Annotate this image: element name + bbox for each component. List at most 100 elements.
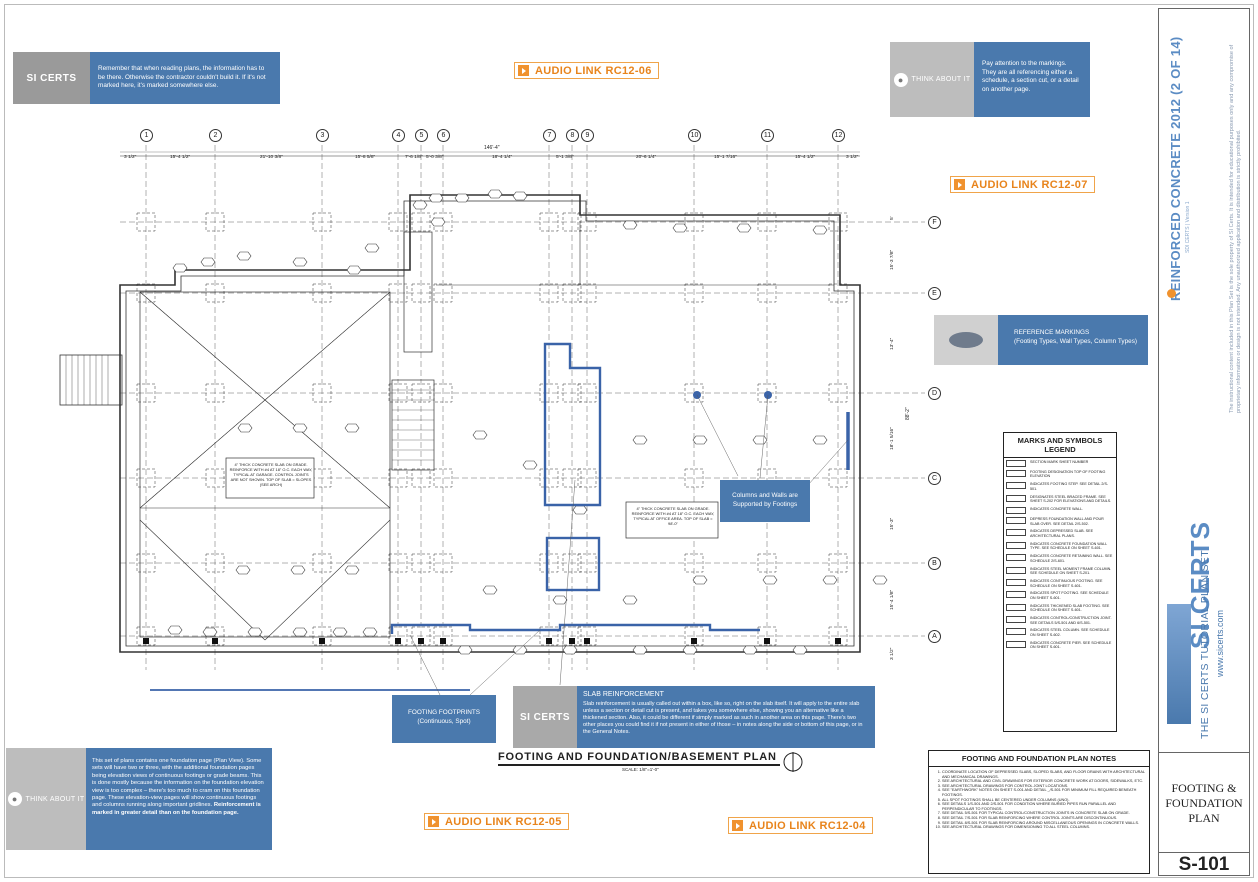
footing-reference-mark xyxy=(290,565,306,575)
legend-symbol-icon xyxy=(1006,482,1026,490)
play-icon xyxy=(732,820,743,831)
spot-footing xyxy=(433,468,453,488)
footing-reference-mark xyxy=(236,251,252,261)
column-mark xyxy=(764,638,770,644)
dimension-label: 7'-6 1/8" xyxy=(405,155,423,160)
footing-reference-mark xyxy=(430,217,446,227)
footing-reference-mark xyxy=(487,189,503,199)
callout-think-markings: ● THINK ABOUT IT Pay attention to the ma… xyxy=(890,42,1090,117)
footing-reference-mark xyxy=(412,200,428,210)
spot-footing xyxy=(388,553,408,573)
note-item: SEE ARCHITECTURAL AND CIVIL DRAWINGS FOR… xyxy=(942,779,1149,784)
legend-item: INDICATES STEEL COLUMN. SEE SCHEDULE ON … xyxy=(1004,627,1116,639)
note-item: SEE ARCHITECTURAL DRAWINGS FOR CONTROL J… xyxy=(942,784,1149,789)
legend-item: INDICATES SPOT FOOTING. SEE SCHEDULE ON … xyxy=(1004,590,1116,602)
spot-footing xyxy=(562,468,582,488)
legend-symbol-icon xyxy=(1006,603,1026,611)
play-icon xyxy=(518,65,529,76)
spot-footing xyxy=(433,283,453,303)
legend-item-text: INDICATES CONCRETE FOUNDATION WALL TYPE.… xyxy=(1030,541,1108,551)
footing-reference-mark xyxy=(692,435,708,445)
audio-link-rc12-05[interactable]: AUDIO LINK RC12-05 xyxy=(424,813,569,830)
footing-reference-mark xyxy=(522,460,538,470)
spot-footing xyxy=(684,283,704,303)
dimension-label: 5'-1 3/8" xyxy=(556,155,574,160)
spot-footing xyxy=(684,468,704,488)
column-mark xyxy=(418,638,424,644)
callout-footing-footprints: FOOTING FOOTPRINTS (Continuous, Spot) xyxy=(392,695,496,743)
note-item: SEE DETAIL 5/S-501 FOR TYPICAL CONTROL/C… xyxy=(942,811,1149,816)
legend-item: INDICATES CONCRETE FOUNDATION WALL TYPE.… xyxy=(1004,540,1116,552)
lightbulb-icon: ● xyxy=(7,792,22,806)
sheet-title-line2: FOUNDATION xyxy=(1165,795,1243,810)
audio-link-rc12-07[interactable]: AUDIO LINK RC12-07 xyxy=(950,176,1095,193)
spot-footing xyxy=(539,283,559,303)
spot-footing xyxy=(205,468,225,488)
grid-bubble-10: 10 xyxy=(688,129,701,142)
callout-reference-markings: REFERENCE MARKINGS (Footing Types, Wall … xyxy=(934,315,1148,365)
legend-item: DEPRESS FOUNDATION WALL AND POUR SLAB OV… xyxy=(1004,516,1116,528)
spot-footing xyxy=(828,212,848,232)
sheet-border xyxy=(4,4,1254,878)
spot-footing xyxy=(136,212,156,232)
footing-reference-mark xyxy=(572,505,588,515)
legend-symbol-icon xyxy=(1006,578,1026,586)
note-item: SEE DETAILS 1/S-501 AND 2/S-501 FOR COND… xyxy=(942,802,1149,811)
note-item: SEE DETAIL 8/S-501 FOR SLAB REINFORCING … xyxy=(942,821,1149,826)
footing-reference-mark xyxy=(292,257,308,267)
spot-footing xyxy=(411,283,431,303)
spot-footing xyxy=(828,283,848,303)
think-about-it-label: THINK ABOUT IT xyxy=(911,76,971,83)
spot-footing xyxy=(539,468,559,488)
footing-reference-mark xyxy=(562,645,578,655)
legend-symbol-icon xyxy=(1006,529,1026,537)
callout-text: Pay attention to the markings. They are … xyxy=(974,42,1090,117)
legend-symbol-icon xyxy=(1006,591,1026,599)
legend-symbol-icon xyxy=(1006,616,1026,624)
dimension-label: 15'-8 5/8" xyxy=(355,155,376,160)
legend-symbol-icon xyxy=(1006,517,1026,525)
slab-text: Slab reinforcement is usually called out… xyxy=(583,700,863,735)
spot-footing xyxy=(757,383,777,403)
legend-symbol-icon xyxy=(1006,541,1026,549)
legend-item-text: INDICATES THICKENED SLAB FOOTING. SEE SC… xyxy=(1030,603,1110,613)
legend-symbol-icon xyxy=(1006,566,1026,574)
plan-scale: SCALE: 1/8"=1'-0" xyxy=(622,767,659,772)
set-title: REINFORCED CONCRETE 2012 (2 OF 14) xyxy=(1168,36,1183,301)
legend-symbol-icon xyxy=(1006,469,1026,477)
footing-reference-mark xyxy=(247,627,263,637)
column-mark xyxy=(319,638,325,644)
grid-bubble-F: F xyxy=(928,216,941,229)
foundation-plan-drawing xyxy=(59,145,925,696)
legend-item: INDICATES DEPRESSED SLAB. SEE ARCHITECTU… xyxy=(1004,528,1116,540)
sheet-title-line3: PLAN xyxy=(1188,810,1220,825)
column-mark xyxy=(691,638,697,644)
footing-reference-mark xyxy=(292,423,308,433)
audio-link-rc12-06[interactable]: AUDIO LINK RC12-06 xyxy=(514,62,659,79)
plan-title-underline xyxy=(498,764,780,766)
column-mark xyxy=(569,638,575,644)
footing-reference-mark xyxy=(362,627,378,637)
spot-footing xyxy=(312,283,332,303)
overall-dimension: 146'-4" xyxy=(484,145,500,151)
footing-reference-mark xyxy=(346,265,362,275)
footing-reference-mark xyxy=(344,565,360,575)
spot-footing xyxy=(433,626,453,646)
dimension-label: 13'-4" xyxy=(890,337,895,350)
sheet-title-line1: FOOTING & xyxy=(1171,780,1237,795)
footing-reference-mark xyxy=(344,423,360,433)
spot-footing xyxy=(136,383,156,403)
legend-item: INDICATES STEEL MOMENT FRAME COLUMN. SEE… xyxy=(1004,565,1116,577)
right-overall-dimension: 88'-2" xyxy=(905,407,911,420)
legend-item: FOOTING DESIGNATION TOP OF FOOTING ELEVA… xyxy=(1004,468,1116,480)
column-mark xyxy=(584,638,590,644)
audio-link-rc12-04[interactable]: AUDIO LINK RC12-04 xyxy=(728,817,873,834)
spot-footing xyxy=(411,468,431,488)
footing-reference-mark xyxy=(812,435,828,445)
callout-text: This set of plans contains one foundatio… xyxy=(92,758,264,809)
footing-reference-mark xyxy=(472,430,488,440)
footing-reference-mark xyxy=(622,595,638,605)
footing-reference-mark xyxy=(167,625,183,635)
spot-footing xyxy=(205,383,225,403)
legend-item: INDICATES FOOTING STEP. SEE DETAIL 2/S-5… xyxy=(1004,481,1116,493)
